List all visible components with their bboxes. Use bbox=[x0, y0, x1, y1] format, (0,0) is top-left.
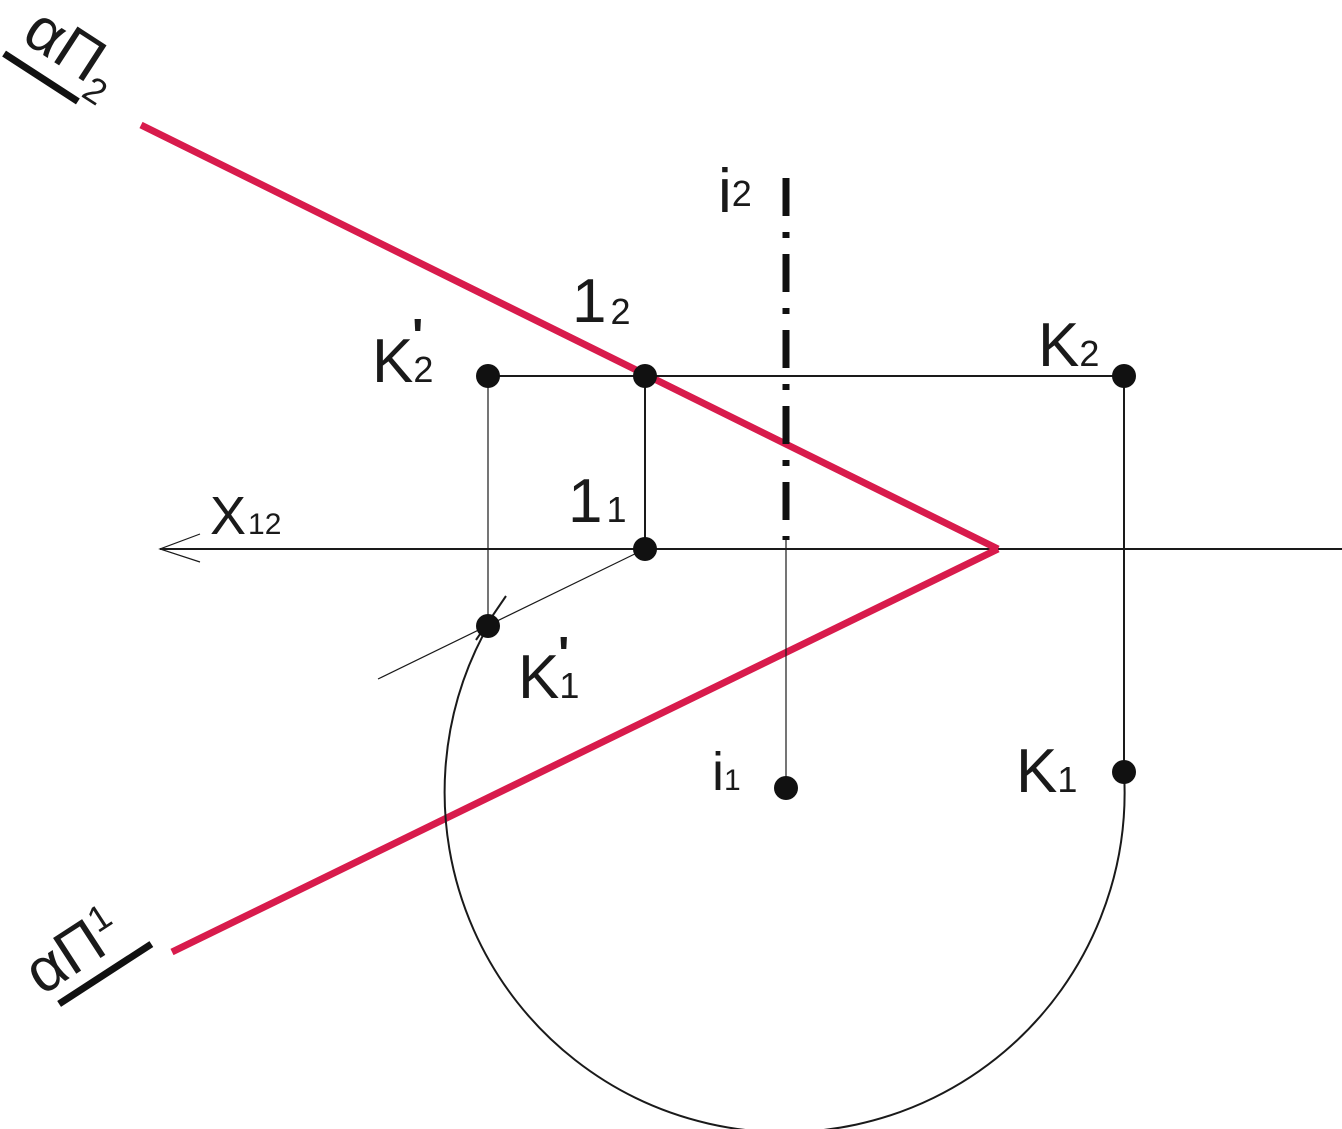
point-1-1 bbox=[633, 537, 657, 561]
label-i1: i1 bbox=[712, 742, 741, 802]
label-alpha-pi1: αΠ1 bbox=[12, 895, 154, 1008]
label-k2-prime: K2 bbox=[372, 327, 433, 396]
label-k1-prime-mark: ' bbox=[558, 628, 569, 681]
label-k1: K1 bbox=[1016, 737, 1077, 806]
point-k2-prime bbox=[476, 364, 500, 388]
trace-alpha-pi2 bbox=[139, 121, 1000, 553]
label-alpha-pi2: αΠ2 bbox=[2, 0, 118, 113]
point-k1 bbox=[1112, 760, 1136, 784]
point-1-2 bbox=[633, 364, 657, 388]
point-k2 bbox=[1112, 364, 1136, 388]
label-alpha-pi2-underline bbox=[2, 50, 80, 105]
point-i1 bbox=[774, 776, 798, 800]
label-k1-prime: K1 bbox=[518, 643, 579, 712]
trace-alpha-pi1 bbox=[170, 545, 1000, 956]
label-k2: K2 bbox=[1038, 311, 1099, 380]
label-i2: i2 bbox=[718, 157, 752, 226]
label-x12: X12 bbox=[210, 486, 281, 546]
rotation-arc bbox=[443, 625, 1126, 1129]
label-alpha-pi1-underline bbox=[57, 941, 154, 1007]
label-k2-prime-mark: ' bbox=[412, 310, 423, 363]
x12-arrow-icon bbox=[158, 533, 201, 563]
point-k1-prime bbox=[476, 614, 500, 638]
line-1-1-k1p bbox=[377, 548, 646, 680]
